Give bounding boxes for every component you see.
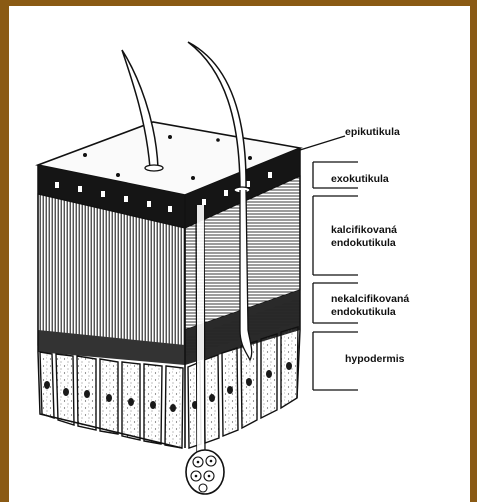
label-nekalcifikovana-endokutikula: endokutikula bbox=[331, 306, 396, 319]
label-hypodermis: hypodermis bbox=[345, 353, 405, 366]
label-epikutikula: epikutikula bbox=[345, 126, 400, 139]
sensory-cell-cluster bbox=[186, 450, 224, 494]
diagram-panel: epikutikula exokutikula kalcifikovaná en… bbox=[9, 6, 470, 502]
label-exokutikula: exokutikula bbox=[331, 173, 389, 186]
label-kalcifikovana: kalcifikovaná bbox=[331, 224, 397, 237]
seta-left-socket bbox=[145, 165, 163, 171]
nerve-fiber-fill bbox=[197, 205, 204, 455]
label-kalcifikovana-endokutikula: endokutikula bbox=[331, 237, 396, 250]
label-nekalcifikovana: nekalcifikovaná bbox=[331, 293, 409, 306]
cuticle-diagram bbox=[9, 6, 470, 502]
